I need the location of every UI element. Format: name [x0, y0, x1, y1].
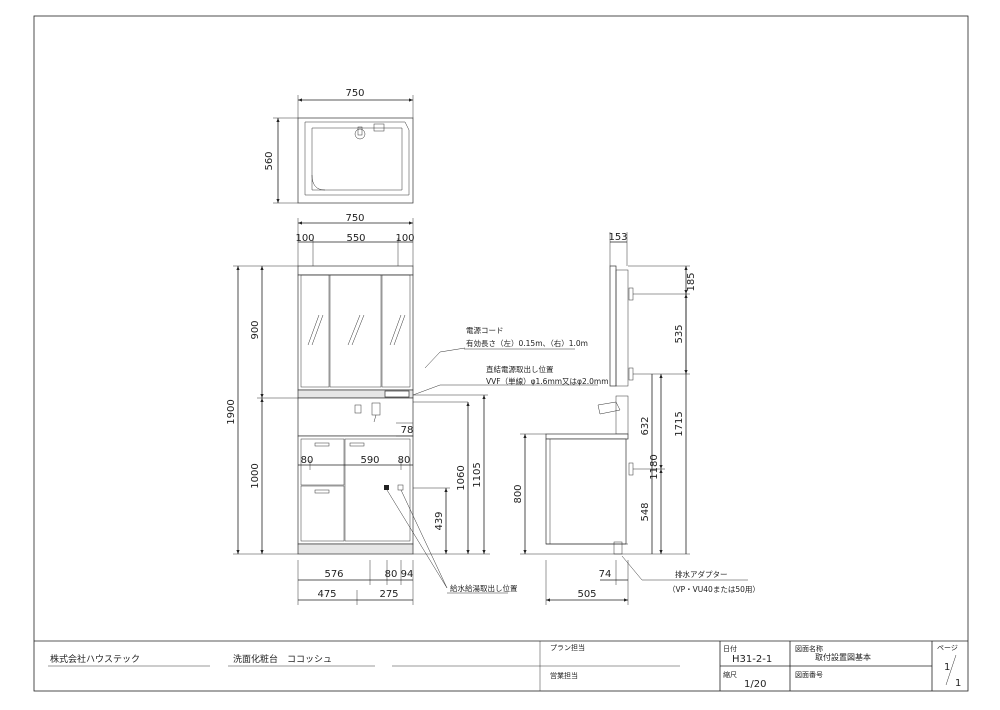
- front-top-width-dim: 750: [345, 213, 364, 224]
- counter-height-dim: 800: [513, 484, 524, 503]
- side-view: [520, 232, 748, 605]
- bottom-dim-94: 94: [401, 569, 414, 580]
- front-view: [233, 218, 598, 605]
- dim-78: 78: [401, 425, 414, 436]
- side-depth-dim: 505: [577, 589, 596, 600]
- cabinet-width-left: 80: [301, 455, 314, 466]
- drain-detail: （VP・VU40または50用）: [668, 585, 760, 594]
- side-dim-535: 535: [674, 324, 685, 343]
- sheet-border: [33, 15, 969, 692]
- bottom-dim-275: 275: [379, 589, 398, 600]
- plan-label: プラン担当: [550, 643, 585, 652]
- front-sub-width-left: 100: [295, 233, 314, 244]
- vanity-height-dim: 1000: [250, 463, 261, 488]
- title-block: [34, 640, 968, 691]
- side-dim-548: 548: [640, 502, 651, 521]
- date-label: 日付: [723, 644, 737, 653]
- side-dim-74: 74: [599, 569, 612, 580]
- product-name: 洗面化粧台 ココッシュ: [233, 653, 332, 665]
- dim-1060: 1060: [456, 465, 467, 490]
- drawing-name-label: 図面名称: [795, 644, 823, 653]
- sales-label: 営業担当: [550, 671, 578, 680]
- cabinet-width-center: 590: [360, 455, 379, 466]
- bottom-dim-475: 475: [317, 589, 336, 600]
- bottom-dim-80: 80: [385, 569, 398, 580]
- page-current: 1: [944, 662, 950, 673]
- scale-label: 縮尺: [723, 670, 737, 679]
- dim-439: 439: [434, 511, 445, 530]
- date-value: H31-2-1: [732, 654, 772, 665]
- mirror-height-dim: 900: [250, 320, 261, 339]
- side-dim-185: 185: [686, 272, 697, 291]
- side-top-dim: 153: [608, 232, 627, 243]
- drain-title: 排水アダプター: [675, 569, 728, 579]
- power-cord-title: 電源コード: [466, 326, 504, 335]
- direct-power-detail: VVF（単線）φ1.6mm又はφ2.0mm: [486, 376, 609, 386]
- top-width-dim: 750: [345, 88, 364, 99]
- side-dim-1180: 1180: [649, 454, 660, 479]
- total-height-dim: 1900: [226, 399, 237, 424]
- page-label: ページ: [937, 644, 958, 652]
- scale-value: 1/20: [744, 679, 766, 690]
- company-name: 株式会社ハウステック: [50, 653, 140, 665]
- drawing-name-value: 取付設置図基本: [815, 652, 871, 662]
- side-dim-632: 632: [640, 416, 651, 435]
- cabinet-width-right: 80: [398, 455, 411, 466]
- power-cord-detail: 有効長さ（左）0.15m、（右）1.0m: [466, 338, 588, 348]
- water-supply-note: 給水給湯取出し位置: [450, 583, 518, 593]
- dim-1105: 1105: [472, 462, 483, 487]
- front-sub-width-center: 550: [346, 233, 365, 244]
- bottom-dim-576: 576: [324, 569, 343, 580]
- top-view: [273, 95, 414, 204]
- direct-power-title: 直結電源取出し位置: [486, 364, 554, 374]
- top-depth-dim: 560: [264, 151, 275, 170]
- side-dim-1715: 1715: [674, 411, 685, 436]
- drawing-number-label: 図面番号: [795, 671, 823, 679]
- page-total: 1: [955, 678, 961, 689]
- front-sub-width-right: 100: [395, 233, 414, 244]
